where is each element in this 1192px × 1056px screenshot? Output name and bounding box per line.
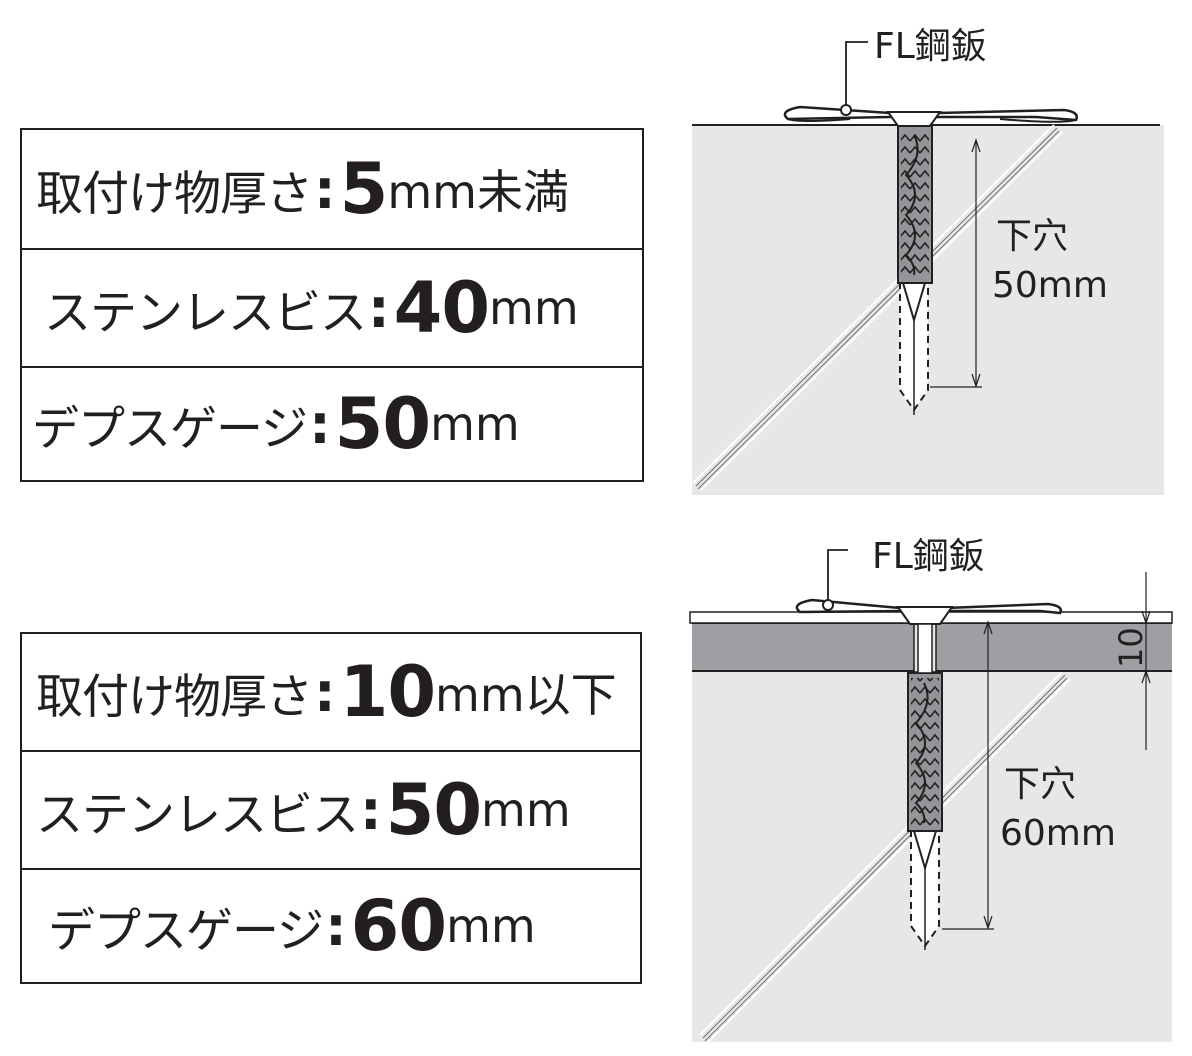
spec-label: デプスゲージ [32, 401, 308, 457]
plate-label: FL鋼鈑 [874, 26, 987, 67]
spec-value: 10 [339, 651, 436, 733]
spec-unit: mm [481, 783, 571, 837]
hole-depth: 50mm [992, 265, 1108, 306]
screw-head [896, 606, 954, 625]
spec-label: 取付け物厚さ [36, 166, 313, 222]
plate-label: FL鋼鈑 [872, 536, 985, 577]
plate-leader [845, 41, 868, 105]
plate-leader [827, 549, 848, 600]
plate-leader-dot [840, 104, 852, 116]
plate-leader-dot [822, 599, 834, 611]
thickness-label: 10 [1112, 627, 1150, 668]
spec-unit: mm [489, 281, 579, 335]
break-lines-edge [702, 674, 1068, 1042]
spec-unit: mm [430, 397, 520, 451]
spec-label: ステンレスビス [44, 285, 367, 341]
spec-value: 60 [350, 885, 447, 967]
spec-label: ステンレスビス [36, 787, 359, 843]
spec-value: 5 [339, 148, 389, 230]
break-lines [692, 124, 1063, 491]
screw-tip [901, 282, 927, 324]
fl-steel-plate [795, 598, 1062, 615]
spec-label: デプスゲージ [48, 903, 324, 959]
anchor-diagram-bottom: FL鋼鈑 10 下穴 60mm [689, 536, 1173, 1043]
hole-depth: 60mm [1000, 813, 1116, 854]
spec-unit: mm未満 [387, 165, 569, 219]
spec-value: 50 [334, 383, 431, 465]
screw-tip [912, 830, 938, 872]
screw-head [886, 111, 942, 127]
spec-value: 50 [385, 769, 482, 851]
anchor-diagram-top: FL鋼鈑 下穴 50mm [692, 26, 1164, 495]
spec-value: 40 [393, 267, 490, 349]
spec-unit: mm [446, 899, 536, 953]
break-lines-edge [695, 127, 1060, 490]
hole-title: 下穴 [996, 216, 1068, 257]
hole-title: 下穴 [1004, 764, 1076, 805]
spec-label: 取付け物厚さ [36, 669, 313, 725]
break-lines [699, 671, 1071, 1043]
spec-unit: mm以下 [435, 668, 617, 722]
